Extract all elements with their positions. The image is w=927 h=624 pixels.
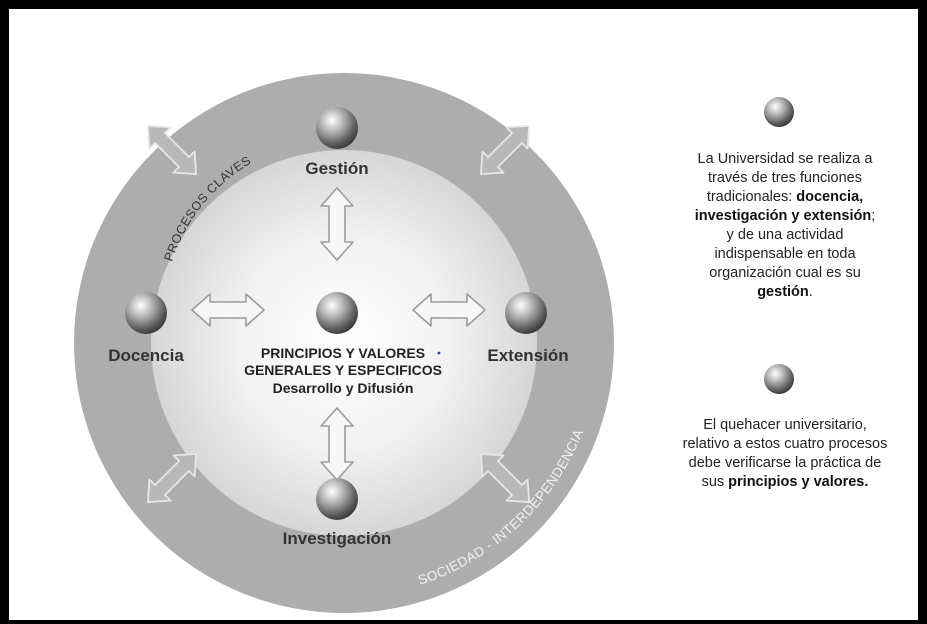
inner-circle-procesos <box>151 150 537 536</box>
label-gestion: Gestión <box>305 159 368 178</box>
center-title-line2: GENERALES Y ESPECIFICOS <box>244 362 442 378</box>
legend-text-principles: El quehacer universitario, relativo a es… <box>682 417 888 490</box>
sphere-extension <box>505 292 547 334</box>
sphere-gestion <box>316 107 358 149</box>
sphere-docencia <box>125 292 167 334</box>
sphere-investigacion <box>316 478 358 520</box>
center-dot-mark <box>437 351 441 355</box>
sphere-center <box>316 292 358 334</box>
legend-text-functions: La Universidad se realiza a través de tr… <box>694 151 876 300</box>
center-subtitle: Desarrollo y Difusión <box>273 380 414 396</box>
label-investigacion: Investigación <box>283 529 392 548</box>
legend-sphere-1 <box>764 97 794 127</box>
center-title-line1: PRINCIPIOS Y VALORES <box>261 345 425 361</box>
label-docencia: Docencia <box>108 346 184 365</box>
label-extension: Extensión <box>487 346 568 365</box>
legend-sphere-2 <box>764 364 794 394</box>
